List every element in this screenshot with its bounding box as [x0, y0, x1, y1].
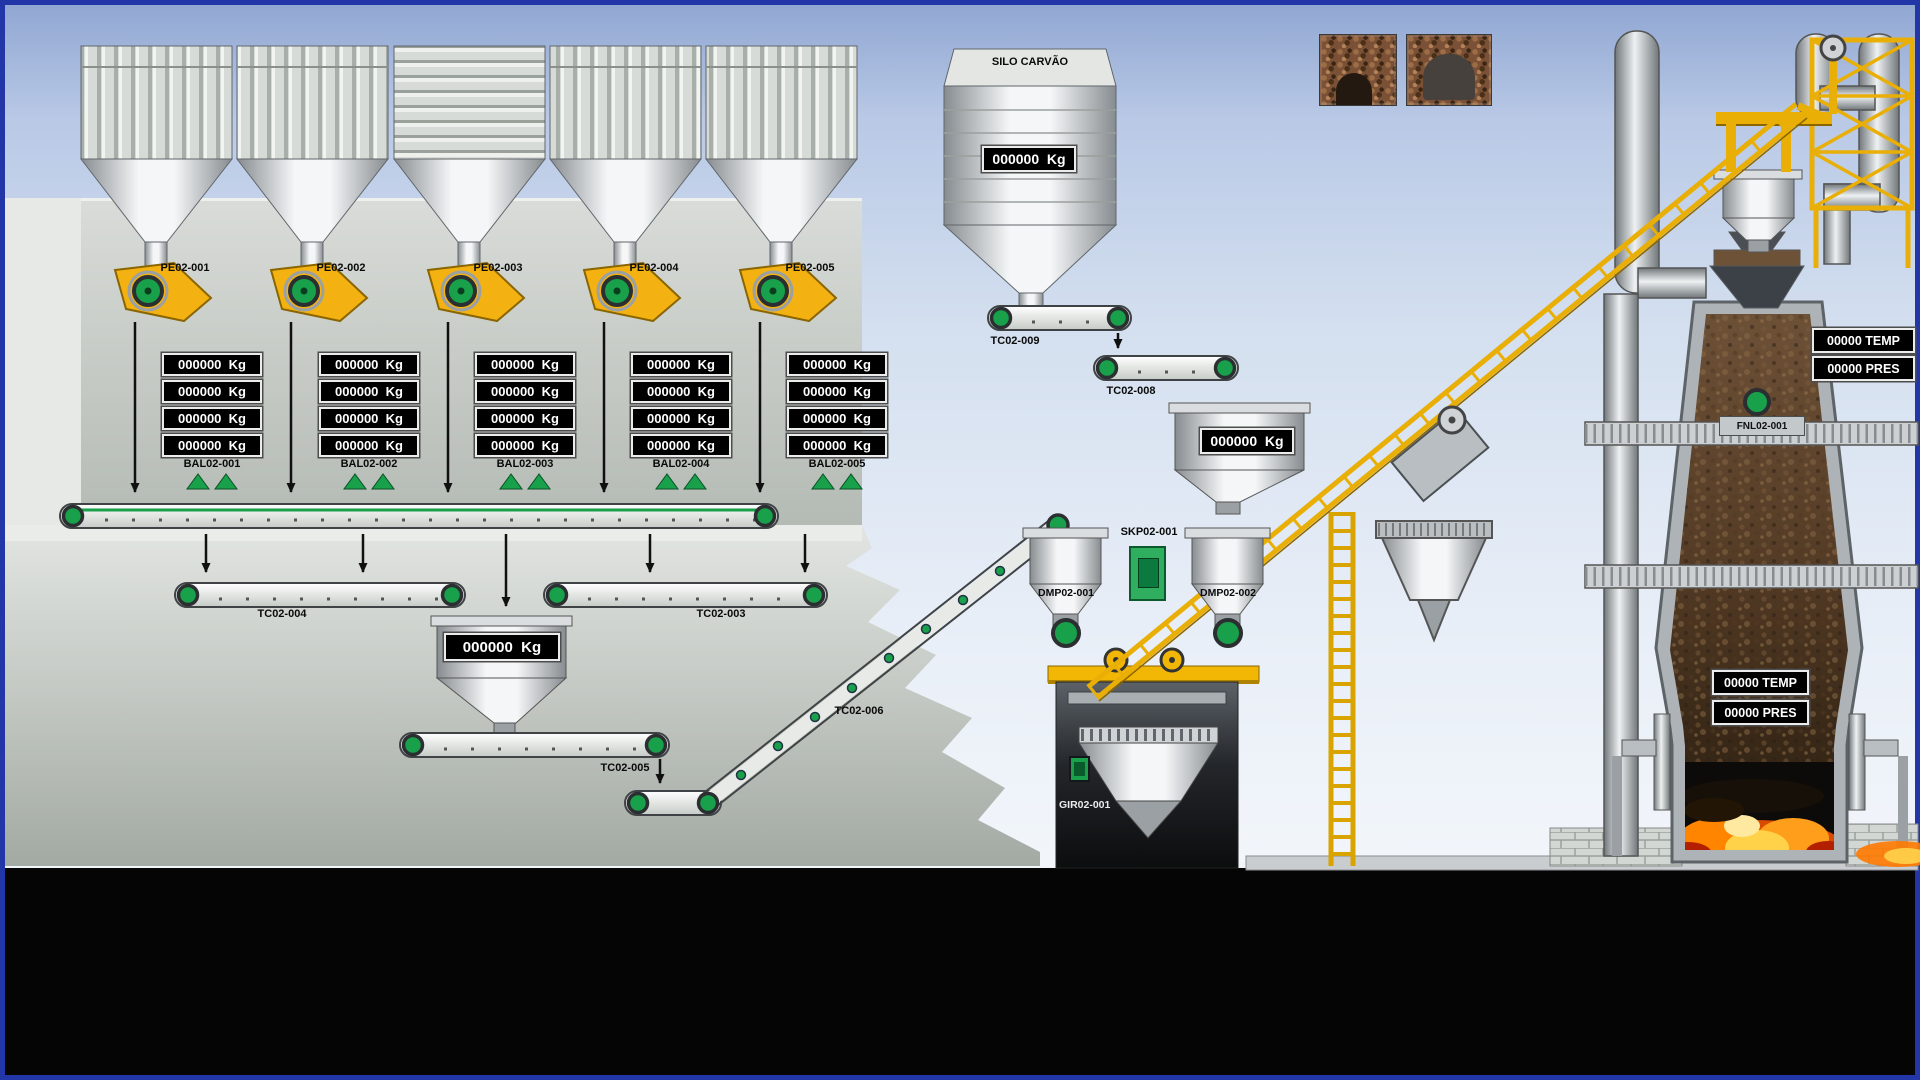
feeder-pe02-005[interactable] — [738, 261, 838, 323]
material-sample-2-button[interactable] — [1406, 34, 1492, 106]
skip-hoist-label: SKP02-001 — [1120, 526, 1178, 538]
weight-display: 000000 Kg — [787, 353, 887, 376]
weigh-hopper-right — [1168, 402, 1311, 515]
conveyor-label-tc02-004: TC02-004 — [257, 608, 307, 620]
weight-display: 000000 Kg — [475, 434, 575, 457]
weight-display: 000000 Kg — [162, 353, 262, 376]
scale-label: BAL02-005 — [808, 458, 866, 470]
conveyor-label-tc02-008: TC02-008 — [1106, 385, 1156, 397]
weigh-hopper-right-display: 000000 Kg — [1200, 428, 1294, 454]
scale-label: BAL02-004 — [652, 458, 710, 470]
weight-display: 000000 Kg — [475, 407, 575, 430]
feeder-pe02-001[interactable] — [113, 261, 213, 323]
dump-hopper-dmp02-002 — [1184, 527, 1271, 648]
furnace-bottom-pres-display: 00000 PRES — [1712, 700, 1809, 725]
weight-display: 000000 Kg — [162, 434, 262, 457]
skip-hoist-motor-core — [1138, 558, 1159, 588]
dump-hopper-2-label: DMP02-002 — [1199, 587, 1257, 599]
weight-display: 000000 Kg — [787, 434, 887, 457]
uptake-pipes-right — [1795, 33, 1900, 265]
feeder-pe02-003[interactable] — [426, 261, 526, 323]
weigh-hopper-left-display: 000000 Kg — [444, 633, 560, 661]
material-dome-icon — [1423, 54, 1475, 100]
weight-display: 000000 Kg — [787, 380, 887, 403]
feeder-pe02-002[interactable] — [269, 261, 369, 323]
furnace-platforms — [1584, 421, 1919, 589]
weight-display: 000000 Kg — [475, 353, 575, 376]
dump-valve-2-icon[interactable] — [1213, 618, 1243, 648]
dump-hopper-dmp02-001 — [1022, 527, 1109, 648]
hearth-flames — [1670, 762, 1848, 850]
skip-pit — [1055, 681, 1239, 869]
weight-display: 000000 Kg — [162, 380, 262, 403]
furnace-top-pres-display: 00000 PRES — [1812, 356, 1915, 381]
weight-display: 000000 Kg — [319, 434, 419, 457]
dump-hopper-1-label: DMP02-001 — [1037, 587, 1095, 599]
weight-display: 000000 Kg — [631, 407, 731, 430]
scale-label: BAL02-002 — [340, 458, 398, 470]
scale-label: BAL02-001 — [183, 458, 241, 470]
rotary-distributor-label: GIR02-001 — [1059, 799, 1111, 811]
rotary-distributor-gir02-001[interactable] — [1069, 726, 1219, 839]
access-ladder — [1328, 512, 1356, 866]
coal-silo — [942, 48, 1118, 308]
weight-display: 000000 Kg — [319, 353, 419, 376]
scale-label: BAL02-003 — [496, 458, 554, 470]
conveyor-label-tc02-006: TC02-006 — [834, 705, 884, 717]
suspended-hopper — [1375, 520, 1493, 643]
dump-valve-1-icon[interactable] — [1051, 618, 1081, 648]
taphole-glow — [1856, 841, 1920, 867]
furnace-top-hopper — [1713, 169, 1803, 253]
conveyor-tc02-008[interactable] — [1093, 355, 1239, 381]
conveyor-main-collector[interactable] — [59, 503, 779, 529]
silo-5 — [704, 45, 863, 493]
furnace-level-indicator-icon[interactable] — [1743, 388, 1771, 416]
conveyor-tc02-003[interactable] — [543, 582, 828, 608]
feeder-label: PE02-003 — [473, 262, 523, 274]
weight-display: 000000 Kg — [319, 407, 419, 430]
transfer-arrows — [201, 534, 810, 607]
conveyor-label-tc02-003: TC02-003 — [696, 608, 746, 620]
weight-display: 000000 Kg — [631, 380, 731, 403]
conveyor-label-tc02-009: TC02-009 — [990, 335, 1040, 347]
weight-display: 000000 Kg — [162, 407, 262, 430]
conveyor-tc02-005[interactable] — [399, 732, 670, 758]
material-sample-1-button[interactable] — [1319, 34, 1397, 106]
silo-2 — [235, 45, 395, 493]
weight-display: 000000 Kg — [319, 380, 419, 403]
feeder-pe02-004[interactable] — [582, 261, 682, 323]
skip-hoist-motor[interactable] — [1129, 546, 1166, 601]
silo-1 — [79, 45, 238, 493]
silo-4 — [548, 45, 707, 493]
coal-silo-weight-display: 000000 Kg — [982, 146, 1076, 172]
feeder-label: PE02-001 — [160, 262, 210, 274]
material-arch-icon — [1336, 73, 1372, 105]
coal-silo-title: SILO CARVÃO — [991, 56, 1069, 68]
weight-display: 000000 Kg — [631, 434, 731, 457]
weight-display: 000000 Kg — [631, 353, 731, 376]
skip-car[interactable] — [1390, 405, 1490, 503]
weight-display: 000000 Kg — [475, 380, 575, 403]
conveyor-tc02-009[interactable] — [987, 305, 1132, 331]
feeder-label: PE02-004 — [629, 262, 679, 274]
feeder-label: PE02-005 — [785, 262, 835, 274]
feeder-label: PE02-002 — [316, 262, 366, 274]
furnace-top-temp-display: 00000 TEMP — [1812, 328, 1915, 353]
weight-display: 000000 Kg — [787, 407, 887, 430]
furnace-level-label: FNL02-001 — [1719, 416, 1805, 436]
silo-3 — [392, 45, 551, 493]
conveyor-label-tc02-005: TC02-005 — [600, 762, 650, 774]
conveyor-tc02-004[interactable] — [174, 582, 466, 608]
furnace-bottom-temp-display: 00000 TEMP — [1712, 670, 1809, 695]
